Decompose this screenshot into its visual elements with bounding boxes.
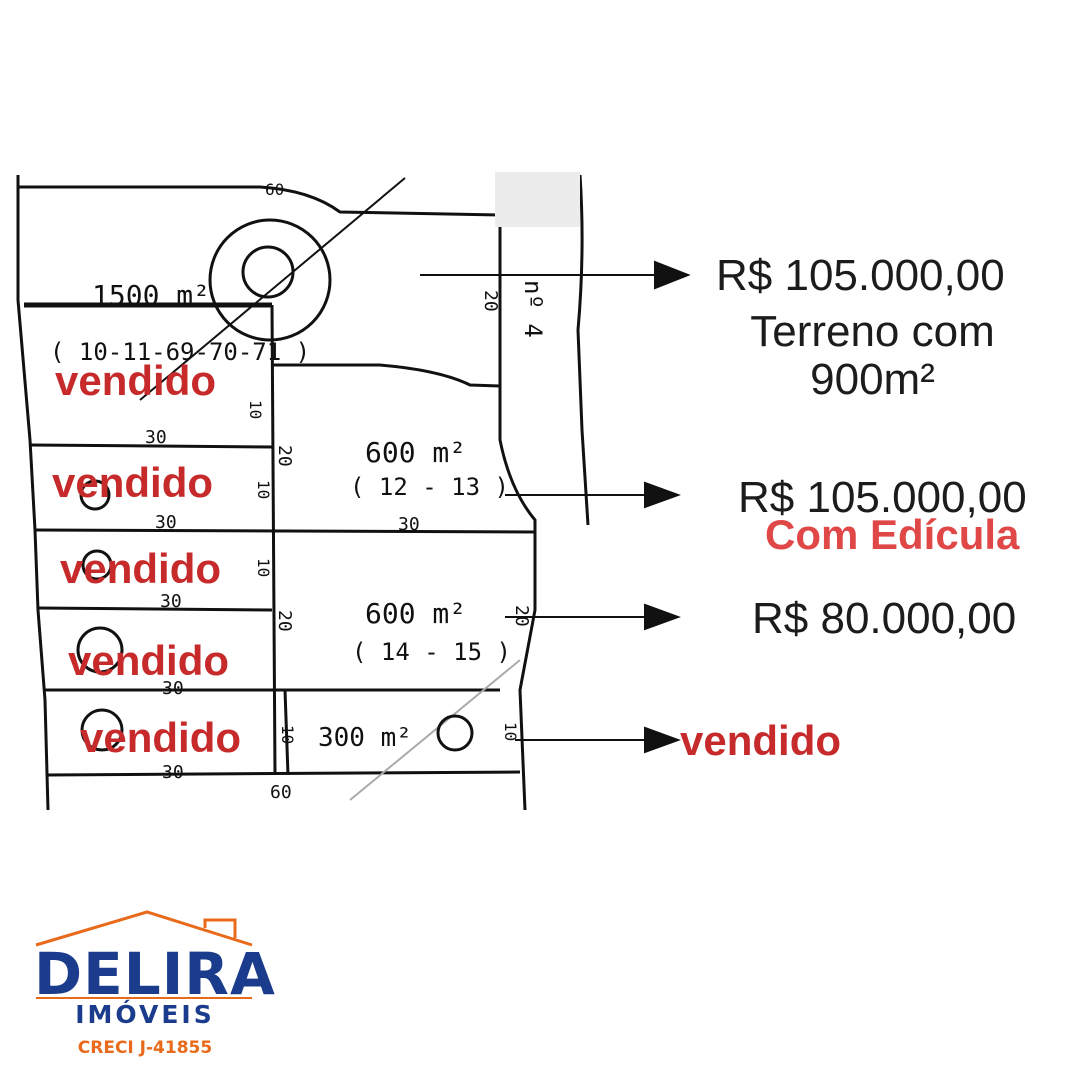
lot-ids-14-15: ( 14 - 15 ) [352,638,511,666]
lot-marker [81,549,113,581]
dimension-label: 10 [501,722,520,741]
logo-subtitle: IMÓVEIS [75,1000,215,1029]
dimension-label: 30 [155,512,177,533]
sold-label: vendido [60,545,222,592]
survey-circle [208,218,332,342]
dimension-label: 30 [162,678,184,699]
dimension-label: 30 [160,591,182,612]
logo-name: DELIRA [34,940,276,1008]
listing-note: Com Edícula [765,511,1020,558]
arrow-head-icon [644,603,681,631]
delira-logo: DELIRA IMÓVEIS CRECI J-41855 [30,905,276,1065]
dimension-label: 20 [511,605,532,627]
lot-marker [79,479,111,511]
listing-price: R$ 105.000,00 [716,251,1005,300]
arrow-head-icon [654,260,691,290]
lot-area-14-15: 600 m² [365,597,466,630]
dimension-label: 10 [254,480,273,499]
lot-circles [76,218,474,752]
arrow-head-icon [644,726,681,754]
lot-marker [76,626,124,674]
dimension-label: 20 [274,445,295,467]
dimension-label: 60 [270,782,292,803]
dimension-label: 60 [265,180,284,199]
sold-label: vendido [55,357,217,404]
lot-area-main: 1500 m² [92,279,210,312]
lot-marker [436,714,474,752]
dimension-label: 30 [145,427,167,448]
dimension-label: 10 [254,558,273,577]
dimension-label: 10 [246,400,265,419]
logo-creci: CRECI J-41855 [77,1038,213,1058]
lot-marker [80,708,124,752]
pointer-arrows [420,260,691,754]
survey-circle-inner [241,245,295,299]
listing-status: vendido [680,717,842,764]
plan-lines [16,174,590,811]
street-label: nº 4 [519,280,547,338]
lot-ids-main: ( 10-11-69-70-71 ) [50,338,310,366]
logo-roof-icon [35,910,253,947]
dimension-label: 20 [274,610,295,632]
erased-patch [495,172,580,227]
lot-area-south: 300 m² [318,723,412,753]
sold-label: vendido [68,637,230,684]
dimension-label: 30 [162,762,184,783]
arrow-head-icon [644,481,681,509]
lot-area-12-13: 600 m² [365,436,466,469]
listing-price: R$ 105.000,00 [738,473,1027,522]
listing-price: R$ 80.000,00 [752,594,1017,643]
listing-description: Terreno com 900m² [750,307,995,405]
sold-label: vendido [52,459,214,506]
sold-label: vendido [80,714,242,761]
dimension-label: 20 [480,290,501,312]
lot-ids-12-13: ( 12 - 13 ) [350,473,509,501]
dimension-label: 30 [398,514,420,535]
dimension-label: 10 [278,725,297,744]
